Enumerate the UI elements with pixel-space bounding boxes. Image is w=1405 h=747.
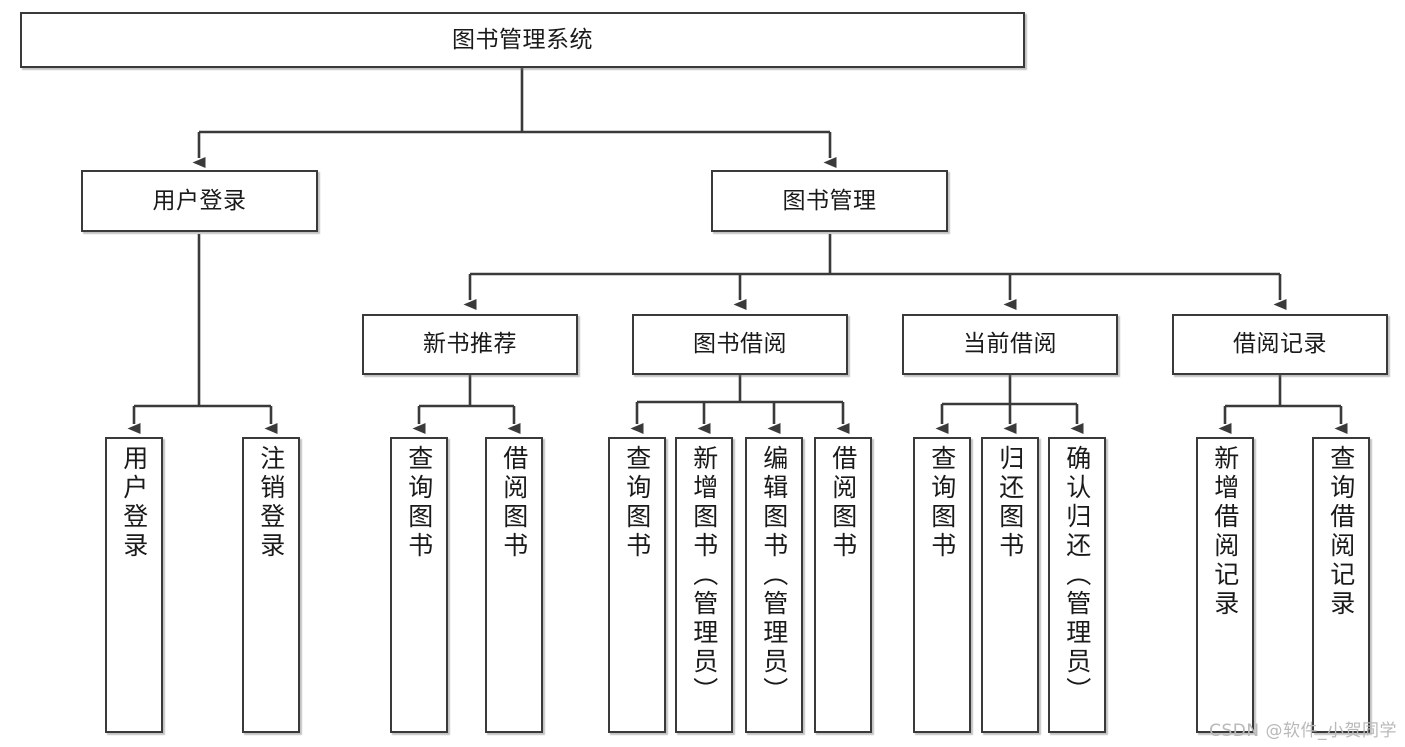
leaf-query-book-2[interactable]: 查询图书: [608, 437, 666, 733]
node-root-label: 图书管理系统: [452, 26, 593, 53]
leaf-query-book-1[interactable]: 查询图书: [390, 437, 448, 733]
leaf-query-book-3-label: 查询图书: [927, 445, 957, 561]
leaf-user-login-label: 用户登录: [119, 445, 149, 561]
leaf-user-logout[interactable]: 注销登录: [242, 437, 300, 733]
leaf-confirm-return[interactable]: 确认归还（管理员）: [1048, 437, 1106, 733]
leaf-borrow-book-1[interactable]: 借阅图书: [485, 437, 543, 733]
leaf-return-book-label: 归还图书: [995, 445, 1025, 561]
leaf-add-book-label: 新增图书（管理员）: [689, 445, 719, 706]
leaf-edit-book-label: 编辑图书（管理员）: [759, 445, 789, 706]
leaf-borrow-book-2-label: 借阅图书: [828, 445, 858, 561]
node-borrow-record[interactable]: 借阅记录: [1172, 314, 1388, 375]
node-new-book-recommend[interactable]: 新书推荐: [362, 314, 578, 375]
leaf-add-borrow-record-label: 新增借阅记录: [1210, 445, 1240, 619]
leaf-query-book-1-label: 查询图书: [404, 445, 434, 561]
node-book-manage-label: 图书管理: [782, 187, 877, 214]
leaf-query-borrow-record[interactable]: 查询借阅记录: [1312, 437, 1370, 733]
node-book-borrow-label: 图书借阅: [693, 331, 787, 357]
watermark: CSDN @软件_小贺同学: [1209, 721, 1397, 741]
node-borrow-record-label: 借阅记录: [1233, 331, 1327, 357]
leaf-confirm-return-label: 确认归还（管理员）: [1062, 445, 1092, 706]
node-new-book-recommend-label: 新书推荐: [423, 331, 517, 357]
leaf-add-book[interactable]: 新增图书（管理员）: [675, 437, 733, 733]
node-root[interactable]: 图书管理系统: [20, 12, 1025, 68]
node-user-login-label: 用户登录: [152, 187, 247, 214]
leaf-edit-book[interactable]: 编辑图书（管理员）: [745, 437, 803, 733]
leaf-query-book-3[interactable]: 查询图书: [913, 437, 971, 733]
leaf-borrow-book-2[interactable]: 借阅图书: [814, 437, 872, 733]
leaf-query-book-2-label: 查询图书: [622, 445, 652, 561]
leaf-user-logout-label: 注销登录: [256, 445, 286, 561]
node-current-borrow[interactable]: 当前借阅: [902, 314, 1118, 375]
node-user-login[interactable]: 用户登录: [81, 170, 318, 232]
leaf-query-borrow-record-label: 查询借阅记录: [1326, 445, 1356, 619]
leaf-user-login[interactable]: 用户登录: [105, 437, 163, 733]
node-book-borrow[interactable]: 图书借阅: [632, 314, 848, 375]
node-current-borrow-label: 当前借阅: [963, 331, 1057, 357]
node-book-manage[interactable]: 图书管理: [711, 170, 948, 232]
leaf-borrow-book-1-label: 借阅图书: [499, 445, 529, 561]
leaf-return-book[interactable]: 归还图书: [981, 437, 1039, 733]
leaf-add-borrow-record[interactable]: 新增借阅记录: [1196, 437, 1254, 733]
